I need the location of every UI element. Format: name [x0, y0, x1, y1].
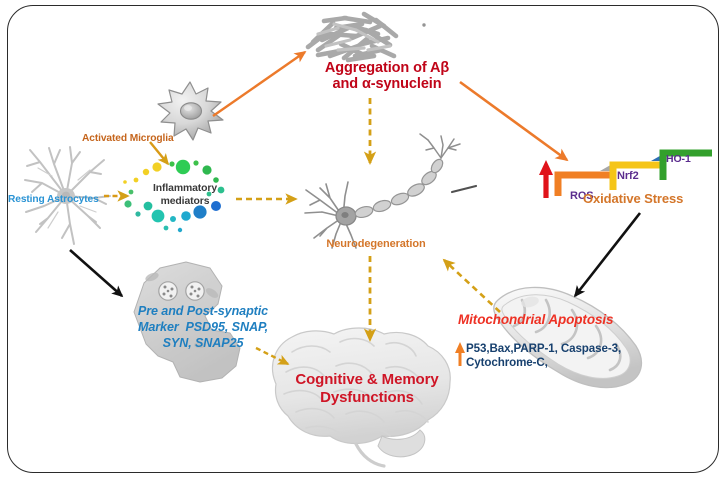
- synaptic-label-line1: Pre and Post-synaptic: [137, 304, 269, 318]
- aggregation-label-line2: and α-synuclein: [332, 76, 442, 93]
- ho1-label: HO-1: [666, 153, 691, 165]
- cognitive-label-line1: Cognitive & Memory: [295, 371, 439, 388]
- inflammatory-label-line1: Inflammatory: [152, 183, 218, 194]
- ros-label: ROS: [570, 190, 594, 202]
- synaptic-label-line3: SYN, SNAP25: [162, 336, 244, 351]
- oxidative-stress-label: Oxidative Stress: [583, 191, 684, 206]
- mitochondrial-markers-label: P53,Bax,PARP-1, Caspase-3,Cytochrome-C,: [466, 342, 621, 371]
- cognitive-label-line2: Dysfunctions: [320, 389, 414, 406]
- nrf2-label: Nrf2: [617, 170, 639, 182]
- resting-astrocytes-label: Resting Astrocytes: [8, 194, 99, 205]
- mitochondrial-apoptosis-label: Mitochondrial Apoptosis: [458, 312, 614, 327]
- inflammatory-label-line2: mediators: [160, 195, 210, 207]
- mito-markers-line2: Cytochrome-C,: [466, 356, 548, 370]
- aggregation-label-line1: Aggregation of Aβ: [324, 60, 450, 76]
- neurodegeneration-label: Neurodegeneration: [326, 238, 426, 250]
- figure-border: [7, 5, 719, 473]
- mito-markers-line1: P53,Bax,PARP-1, Caspase-3,: [466, 342, 622, 355]
- activated-microglia-label: Activated Microglia: [82, 133, 174, 144]
- synaptic-label-line2: Marker PSD95, SNAP,: [137, 320, 269, 335]
